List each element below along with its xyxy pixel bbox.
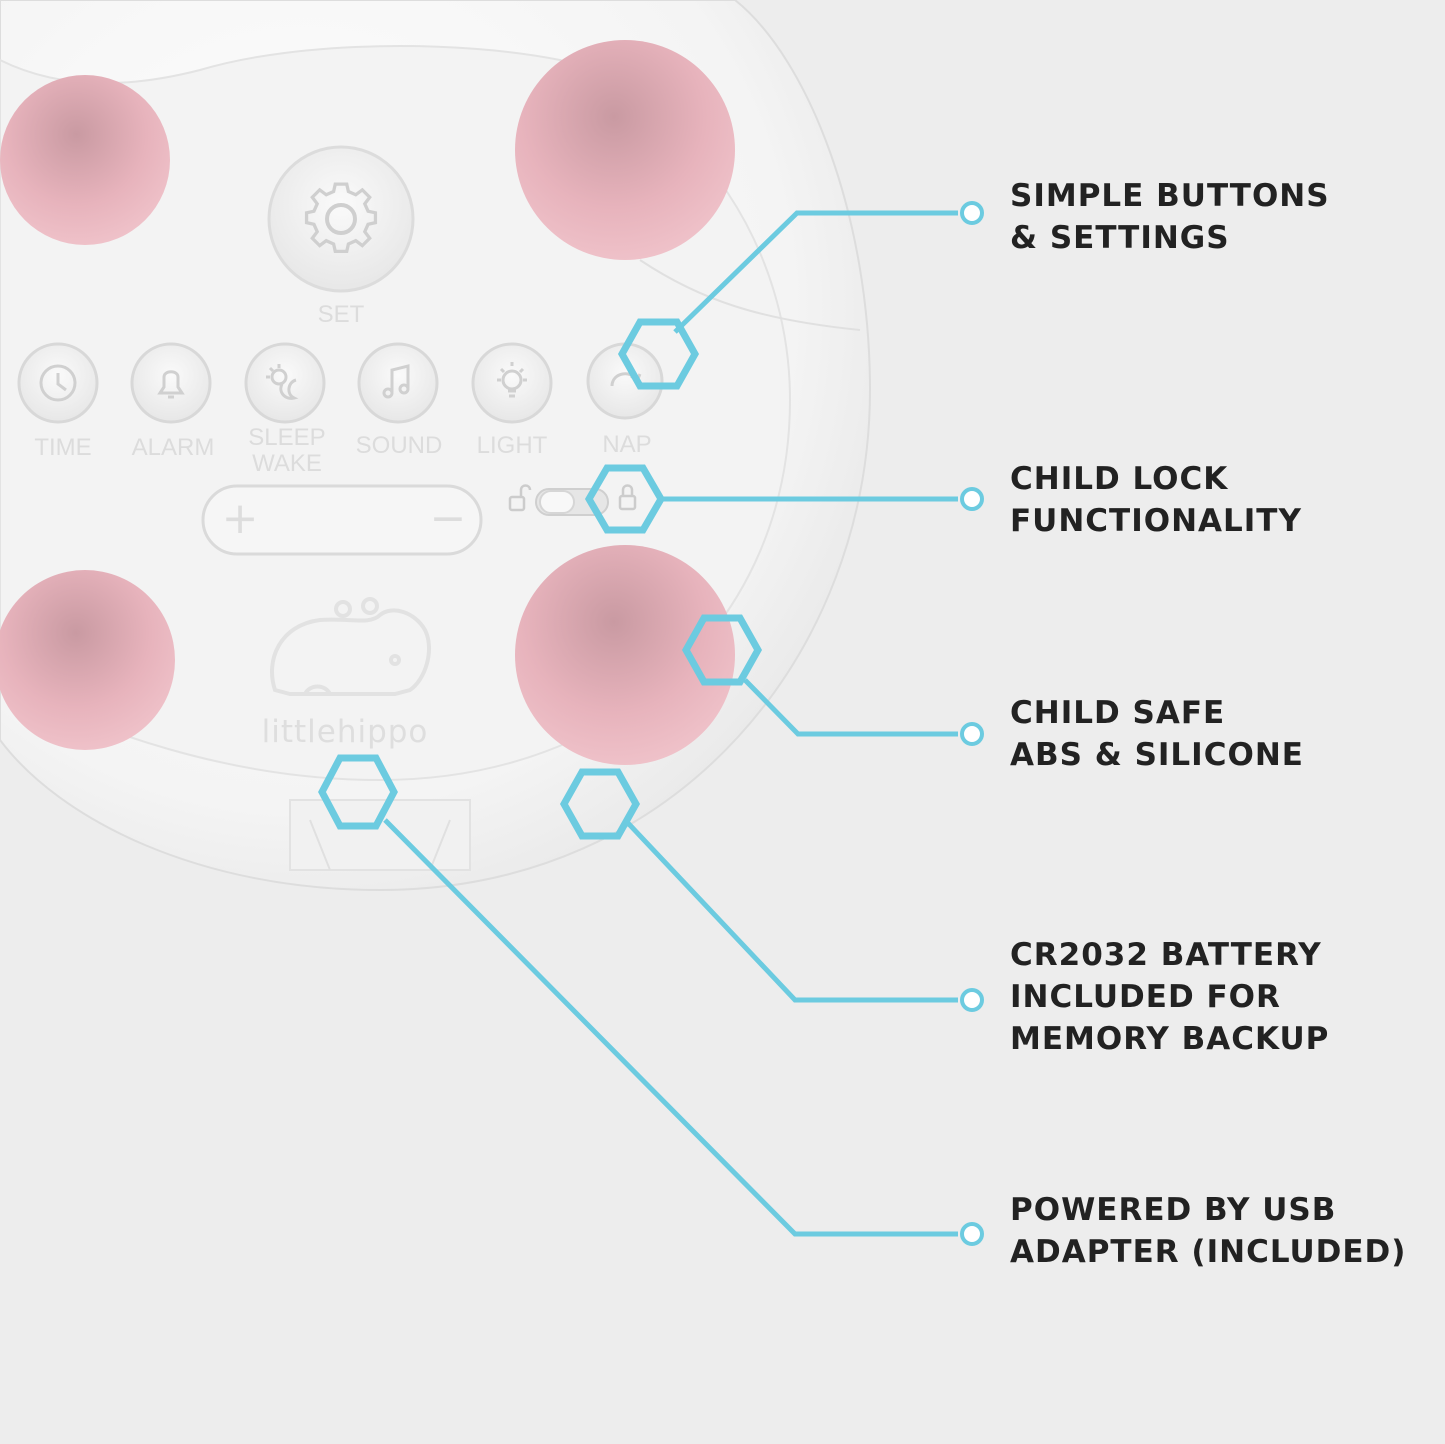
endpoint-dot xyxy=(960,988,984,1012)
light-label: LIGHT xyxy=(477,432,548,459)
callout-buttons-settings: SIMPLE BUTTONS & SETTINGS xyxy=(1010,175,1330,259)
gear-icon xyxy=(304,182,378,253)
sound-button[interactable]: SOUND xyxy=(356,342,443,459)
callout-child-safe: CHILD SAFE ABS & SILICONE xyxy=(1010,692,1304,776)
music-note-icon xyxy=(382,364,410,399)
nap-button[interactable]: NAP xyxy=(586,342,664,458)
button-row: TIME ALARM SLEEP WAKE SOUND xyxy=(17,342,664,477)
callout-lines xyxy=(383,210,958,1237)
clock-icon xyxy=(39,364,77,402)
foot-top-left xyxy=(0,75,170,245)
unlocked-icon xyxy=(508,484,532,512)
brand-logo: littlehippo xyxy=(262,597,431,750)
callout-line: INCLUDED FOR xyxy=(1010,979,1281,1015)
sleep-label: SLEEP xyxy=(248,424,325,451)
hexagon-marker xyxy=(318,754,398,830)
foot-top-right xyxy=(515,40,735,260)
callout-usb-power: POWERED BY USB ADAPTER (INCLUDED) xyxy=(1010,1189,1406,1273)
silicone-feet xyxy=(0,40,735,765)
callout-line: & SETTINGS xyxy=(1010,220,1230,256)
hexagon-marker xyxy=(617,318,700,390)
volume-minus-label: − xyxy=(430,493,467,544)
alarm-button[interactable]: ALARM xyxy=(130,342,215,461)
alarm-label: ALARM xyxy=(132,434,215,461)
hexagon-marker xyxy=(681,614,763,686)
nap-label: NAP xyxy=(602,431,651,458)
sleep-wake-button[interactable]: SLEEP WAKE xyxy=(244,342,326,477)
wake-label: WAKE xyxy=(252,450,322,477)
callout-line: CHILD LOCK xyxy=(1010,461,1229,497)
endpoint-dot xyxy=(960,487,984,511)
foot-bottom-left xyxy=(0,570,175,750)
light-bulb-icon xyxy=(497,362,527,398)
set-label: SET xyxy=(318,301,365,328)
volume-plus-label: + xyxy=(222,493,259,544)
hexagon-marker xyxy=(584,464,666,534)
time-label: TIME xyxy=(34,434,91,461)
callout-line: CHILD SAFE xyxy=(1010,695,1226,731)
leader-line-usb xyxy=(383,818,958,1237)
leader-line-material xyxy=(743,678,958,737)
volume-rocker[interactable]: + − xyxy=(201,484,483,556)
sun-moon-icon xyxy=(266,364,299,400)
sound-label: SOUND xyxy=(356,432,443,459)
callout-endpoints xyxy=(960,201,984,1246)
endpoint-dot xyxy=(960,722,984,746)
time-button[interactable]: TIME xyxy=(17,342,99,461)
callout-line: ABS & SILICONE xyxy=(1010,737,1304,773)
bell-icon xyxy=(157,370,185,399)
callout-child-lock: CHILD LOCK FUNCTIONALITY xyxy=(1010,458,1302,542)
set-button[interactable]: SET xyxy=(267,145,415,328)
lock-icon xyxy=(618,484,637,511)
callout-line: CR2032 BATTERY xyxy=(1010,937,1322,973)
callout-line: ADAPTER (INCLUDED) xyxy=(1010,1234,1407,1270)
brand-name: littlehippo xyxy=(262,714,429,750)
foot-bottom-right xyxy=(515,545,735,765)
callout-battery: CR2032 BATTERY INCLUDED FOR MEMORY BACKU… xyxy=(1010,934,1329,1060)
callout-line: SIMPLE BUTTONS xyxy=(1010,178,1330,214)
endpoint-dot xyxy=(960,1222,984,1246)
hexagon-marker xyxy=(559,768,641,840)
hippo-logo-icon xyxy=(270,597,431,696)
leader-line-battery xyxy=(625,820,958,1003)
leader-line-buttons xyxy=(673,210,958,334)
callout-line: FUNCTIONALITY xyxy=(1010,503,1302,539)
endpoint-dot xyxy=(960,201,984,225)
callout-line: POWERED BY USB xyxy=(1010,1192,1337,1228)
light-button[interactable]: LIGHT xyxy=(471,342,553,459)
callout-line: MEMORY BACKUP xyxy=(1010,1021,1330,1057)
callout-hexagons xyxy=(318,318,763,840)
